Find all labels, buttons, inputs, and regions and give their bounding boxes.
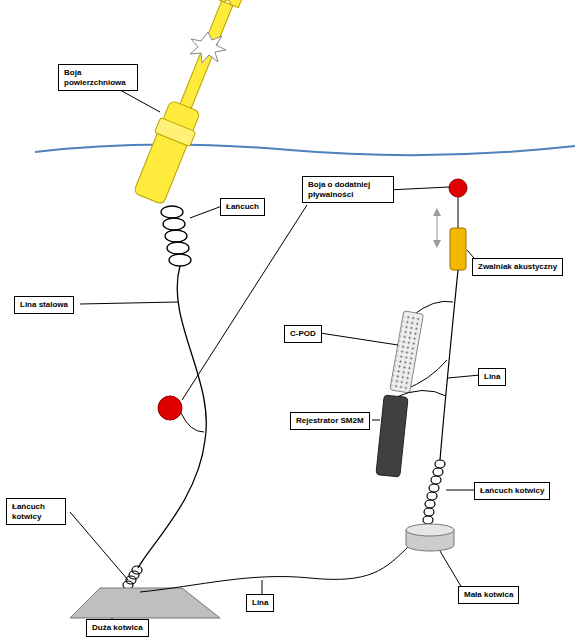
c-pod [390, 311, 424, 393]
part-label: Łańcuch kotwicy [474, 482, 550, 500]
big-anchor [70, 588, 220, 618]
part-label: Boja o dodatniej pływalności [302, 176, 394, 203]
buoy-mast [177, 1, 233, 117]
label-text: Łańcuch [226, 202, 259, 212]
label-text: Łańcuch kotwicy [12, 502, 60, 521]
buoy-tether [458, 196, 459, 228]
label-text: C-POD [290, 329, 316, 339]
part-label: Boja powierzchniowa [58, 64, 138, 91]
sm2m-recorder [376, 395, 408, 477]
label-text: Lina [484, 372, 500, 382]
water-surface [35, 144, 575, 155]
part-label: Lina [246, 594, 274, 612]
part-label: Lina [478, 368, 506, 386]
anchor-chain [423, 460, 445, 524]
steel-line [138, 266, 206, 568]
label-text: Rejestrator SM2M [296, 416, 364, 426]
label-text: Lina [252, 598, 268, 608]
buoy-chain [161, 206, 191, 266]
acoustic-release [450, 228, 466, 270]
leader-lines [70, 90, 480, 624]
label-text: Duża kotwica [92, 623, 143, 633]
float-buoy [158, 396, 182, 420]
light-flash [190, 32, 226, 63]
buoy-tether [181, 413, 204, 432]
label-text: Boja powierzchniowa [64, 68, 132, 87]
part-label: Łańcuch kotwicy [6, 498, 66, 525]
buoy-body [133, 100, 200, 205]
part-label: Duża kotwica [86, 619, 149, 637]
motion-arrow [437, 212, 438, 244]
part-label: Zwalniak akustyczny [472, 258, 563, 276]
ground-rope [140, 545, 410, 592]
buoy-collar [155, 118, 196, 147]
label-text: Boja o dodatniej pływalności [308, 180, 388, 199]
part-label: Łańcuch [220, 198, 265, 216]
label-text: Łańcuch kotwicy [480, 486, 544, 496]
float-buoy [449, 179, 467, 197]
label-text: Lina stalowa [20, 300, 68, 310]
buoy-flag [216, 0, 247, 8]
part-label: Mała kotwica [458, 586, 519, 604]
surface-buoy [131, 0, 254, 206]
label-text: Mała kotwica [464, 590, 513, 600]
label-text: Zwalniak akustyczny [478, 262, 557, 272]
part-label: Rejestrator SM2M [290, 412, 370, 430]
part-label: Lina stalowa [14, 296, 74, 314]
part-label: C-POD [284, 325, 322, 343]
small-anchor [406, 524, 454, 551]
